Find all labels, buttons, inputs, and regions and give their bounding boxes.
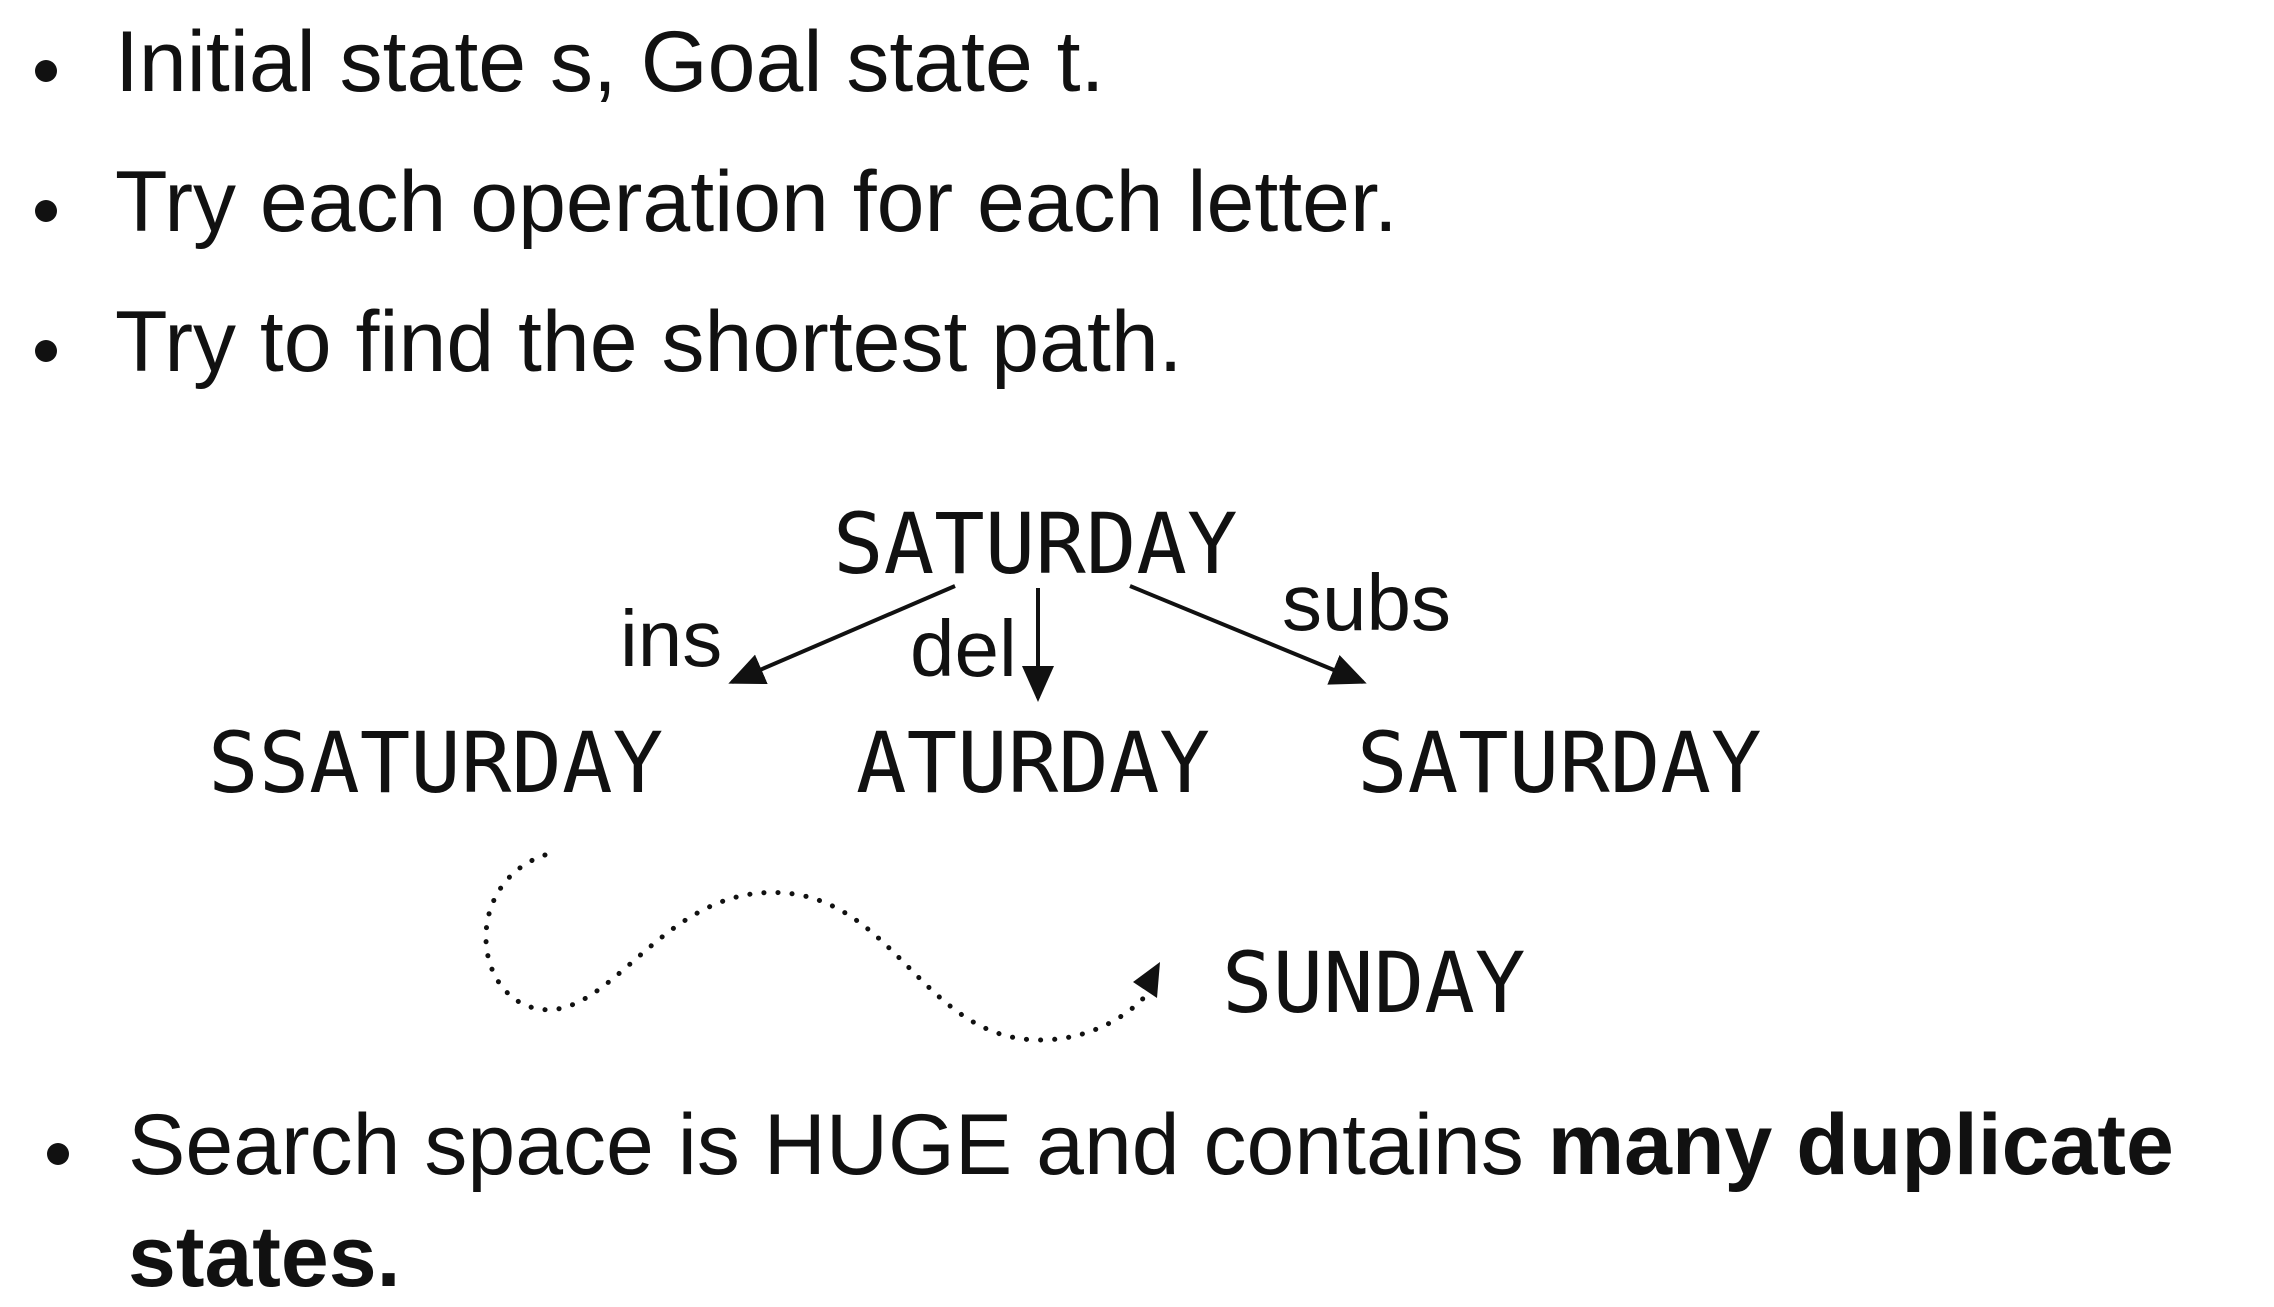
bullet-dot-icon (35, 200, 57, 222)
subs-edge-label: subs (1282, 558, 1451, 647)
child-node-insert: SSATURDAY (208, 714, 663, 812)
dotted-search-path (483, 852, 1161, 1043)
del-edge-label: del (910, 604, 1017, 693)
subs-edge-arrow (1129, 584, 1367, 685)
bullet-text: Initial state s, Goal state t. (115, 14, 1105, 110)
child-node-delete: ATURDAY (856, 714, 1210, 812)
ins-edge-arrow (728, 584, 956, 685)
bullet-text: Try to find the shortest path. (115, 294, 1183, 390)
summary-bold-text-continued: states. (128, 1209, 401, 1305)
root-node-label: SATURDAY (833, 495, 1238, 593)
goal-node-label: SUNDAY (1222, 934, 1525, 1032)
bullet-dot-icon (47, 1143, 69, 1165)
bullet-text: Search space is HUGE and contains many d… (128, 1095, 2174, 1195)
dotted-path-arrowhead-icon (1133, 962, 1160, 998)
bullet-dot-icon (35, 340, 57, 362)
summary-normal-text: Search space is HUGE and contains (128, 1097, 1548, 1193)
bullet-dot-icon (35, 60, 57, 82)
summary-bold-text: many duplicate (1547, 1097, 2174, 1193)
child-node-substitute: SATURDAY (1357, 714, 1762, 812)
bullet-text: Try each operation for each letter. (115, 154, 1398, 250)
ins-edge-label: ins (620, 594, 722, 683)
